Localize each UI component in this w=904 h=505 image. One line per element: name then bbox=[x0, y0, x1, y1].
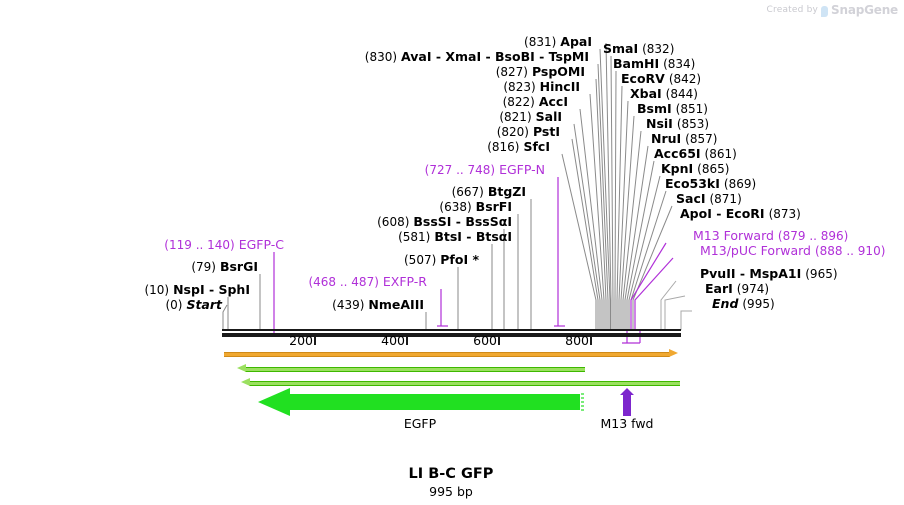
snapgene-watermark: Created by SnapGene bbox=[766, 3, 899, 17]
ruler-tick-200 bbox=[314, 337, 316, 345]
ruler-tick-label-200: 200 bbox=[289, 333, 313, 348]
site-label-pvuii-mspa1i[interactable]: PvuII - MspA1I (965) bbox=[700, 266, 838, 281]
site-label-eco53ki[interactable]: Eco53kI (869) bbox=[665, 176, 757, 191]
site-label-pspomi[interactable]: (827) PspOMI bbox=[495, 64, 585, 79]
site-label-avai-xmai-bsobi-tspmi[interactable]: (830) AvaI - XmaI - BsoBI - TspMI bbox=[364, 49, 589, 64]
site-label-apoi-ecori[interactable]: ApoI - EcoRI (873) bbox=[680, 206, 801, 221]
primer-label-m13-puc-forward[interactable]: M13/pUC Forward (888 .. 910) bbox=[700, 243, 886, 258]
site-label-kpni[interactable]: KpnI (865) bbox=[661, 161, 730, 176]
site-label-hincii[interactable]: (823) HincII bbox=[503, 79, 580, 94]
site-label-acc65i[interactable]: Acc65I (861) bbox=[654, 146, 737, 161]
ruler-backbone-top bbox=[222, 329, 681, 331]
primer-label-exfp-r[interactable]: (468 .. 487) EXFP-R bbox=[308, 274, 427, 289]
site-label-btgzi[interactable]: (667) BtgZI bbox=[451, 184, 526, 199]
site-label-bsmi[interactable]: BsmI (851) bbox=[637, 101, 708, 116]
primer-label-m13-forward[interactable]: M13 Forward (879 .. 896) bbox=[693, 228, 849, 243]
site-label-nmeaiii[interactable]: (439) NmeAIII bbox=[332, 297, 424, 312]
watermark-product: SnapGene bbox=[831, 3, 898, 17]
site-label-nrui[interactable]: NruI (857) bbox=[651, 131, 718, 146]
site-label-nsii[interactable]: NsiI (853) bbox=[646, 116, 710, 131]
ruler-tick-label-400: 400 bbox=[381, 333, 405, 348]
feature-arrow-green-lower-head bbox=[241, 378, 250, 386]
watermark-prefix: Created by bbox=[766, 5, 819, 15]
site-label-xbai[interactable]: XbaI (844) bbox=[630, 86, 698, 101]
sequence-length-label: 995 bp bbox=[429, 484, 473, 499]
ruler-tick-600 bbox=[498, 337, 500, 345]
site-label-bsssi-bsssai[interactable]: (608) BssSI - BssSαI bbox=[377, 214, 512, 229]
site-label-eari[interactable]: EarI (974) bbox=[705, 281, 770, 296]
feature-arrow-egfp[interactable] bbox=[258, 388, 586, 416]
site-label-ecorv[interactable]: EcoRV (842) bbox=[621, 71, 702, 86]
primer-label-egfp-c[interactable]: (119 .. 140) EGFP-C bbox=[164, 237, 284, 252]
feature-arrow-orange-shaft bbox=[224, 352, 670, 357]
feature-caption-m13-fwd: M13 fwd bbox=[600, 416, 654, 431]
snapgene-logo-icon bbox=[821, 5, 829, 17]
site-label-bsrfi[interactable]: (638) BsrFI bbox=[439, 199, 512, 214]
site-label-btsi-btsai[interactable]: (581) BtsI - BtsαI bbox=[398, 229, 512, 244]
site-label-acci[interactable]: (822) AccI bbox=[502, 94, 568, 109]
ruler-tick-label-600: 600 bbox=[473, 333, 497, 348]
feature-arrow-green-lower-shaft bbox=[249, 381, 680, 386]
ruler-backbone-bottom bbox=[222, 333, 681, 337]
site-label-saci[interactable]: SacI (871) bbox=[676, 191, 742, 206]
marker-label-start[interactable]: (0) Start bbox=[165, 297, 222, 312]
feature-arrow-green-upper-head bbox=[237, 364, 246, 372]
site-label-psti[interactable]: (820) PstI bbox=[496, 124, 560, 139]
page-title: LI B-C GFP bbox=[408, 466, 494, 482]
site-label-bsrgi[interactable]: (79) BsrGI bbox=[191, 259, 258, 274]
ruler-tick-800 bbox=[590, 337, 592, 345]
ruler-tick-400 bbox=[406, 337, 408, 345]
feature-arrow-green-lower[interactable] bbox=[241, 378, 680, 387]
feature-caption-egfp: EGFP bbox=[403, 416, 437, 431]
feature-arrow-m13-fwd[interactable] bbox=[618, 388, 636, 416]
site-label-sali[interactable]: (821) SalI bbox=[499, 109, 562, 124]
site-label-pfoi[interactable]: (507) PfoI * bbox=[404, 252, 479, 267]
ruler-tick-label-800: 800 bbox=[565, 333, 589, 348]
feature-arrow-green-upper[interactable] bbox=[237, 364, 585, 373]
marker-label-end[interactable]: End (995) bbox=[712, 296, 775, 311]
primer-label-egfp-n[interactable]: (727 .. 748) EGFP-N bbox=[424, 162, 545, 177]
feature-arrow-orange-head bbox=[669, 349, 678, 357]
site-label-smai[interactable]: SmaI (832) bbox=[603, 41, 675, 56]
site-label-apai[interactable]: (831) ApaI bbox=[524, 34, 592, 49]
feature-arrow-orange[interactable] bbox=[224, 349, 678, 358]
site-label-nspi-sphi[interactable]: (10) NspI - SphI bbox=[144, 282, 250, 297]
site-label-sfci[interactable]: (816) SfcI bbox=[487, 139, 550, 154]
site-label-bamhi[interactable]: BamHI (834) bbox=[613, 56, 696, 71]
feature-arrow-green-upper-shaft bbox=[245, 367, 585, 372]
